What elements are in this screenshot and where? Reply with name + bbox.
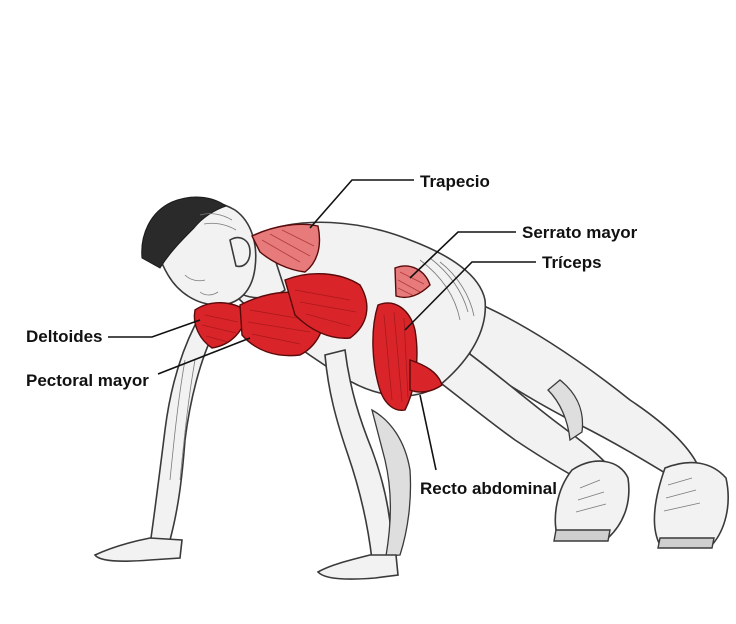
leader-triceps: [404, 261, 536, 331]
label-pectoral-mayor: Pectoral mayor: [26, 371, 149, 390]
label-triceps: Tríceps: [542, 253, 602, 272]
athlete-figure: [93, 196, 729, 580]
leader-deltoides: [108, 319, 201, 338]
label-serrato-mayor: Serrato mayor: [522, 223, 638, 242]
label-recto-abdominal: Recto abdominal: [420, 479, 557, 498]
recto-abdominal-muscle: [409, 359, 443, 393]
leader-serrato: [409, 231, 516, 279]
label-deltoides: Deltoides: [26, 327, 103, 346]
far-arm: [149, 324, 217, 547]
leader-pectoral: [157, 337, 251, 375]
near-forearm-shade: [370, 408, 412, 557]
near-shoe: [554, 460, 630, 539]
leader-trapecio: [309, 179, 414, 229]
leader-recto: [419, 394, 437, 471]
near-shoe-sole: [553, 529, 611, 542]
labels: Trapecio Serrato mayor Tríceps Deltoides…: [26, 172, 638, 498]
leader-lines: [108, 179, 536, 471]
far-hand: [93, 537, 183, 562]
pectoral-mayor-upper: [284, 272, 368, 339]
hair: [141, 196, 228, 269]
ear: [229, 236, 251, 268]
label-trapecio: Trapecio: [420, 172, 490, 191]
far-shoe-sole: [657, 537, 715, 549]
far-shoe: [653, 461, 729, 546]
trapecio-muscle: [251, 223, 321, 273]
near-hand: [316, 554, 399, 580]
shorts-edge: [547, 379, 584, 442]
